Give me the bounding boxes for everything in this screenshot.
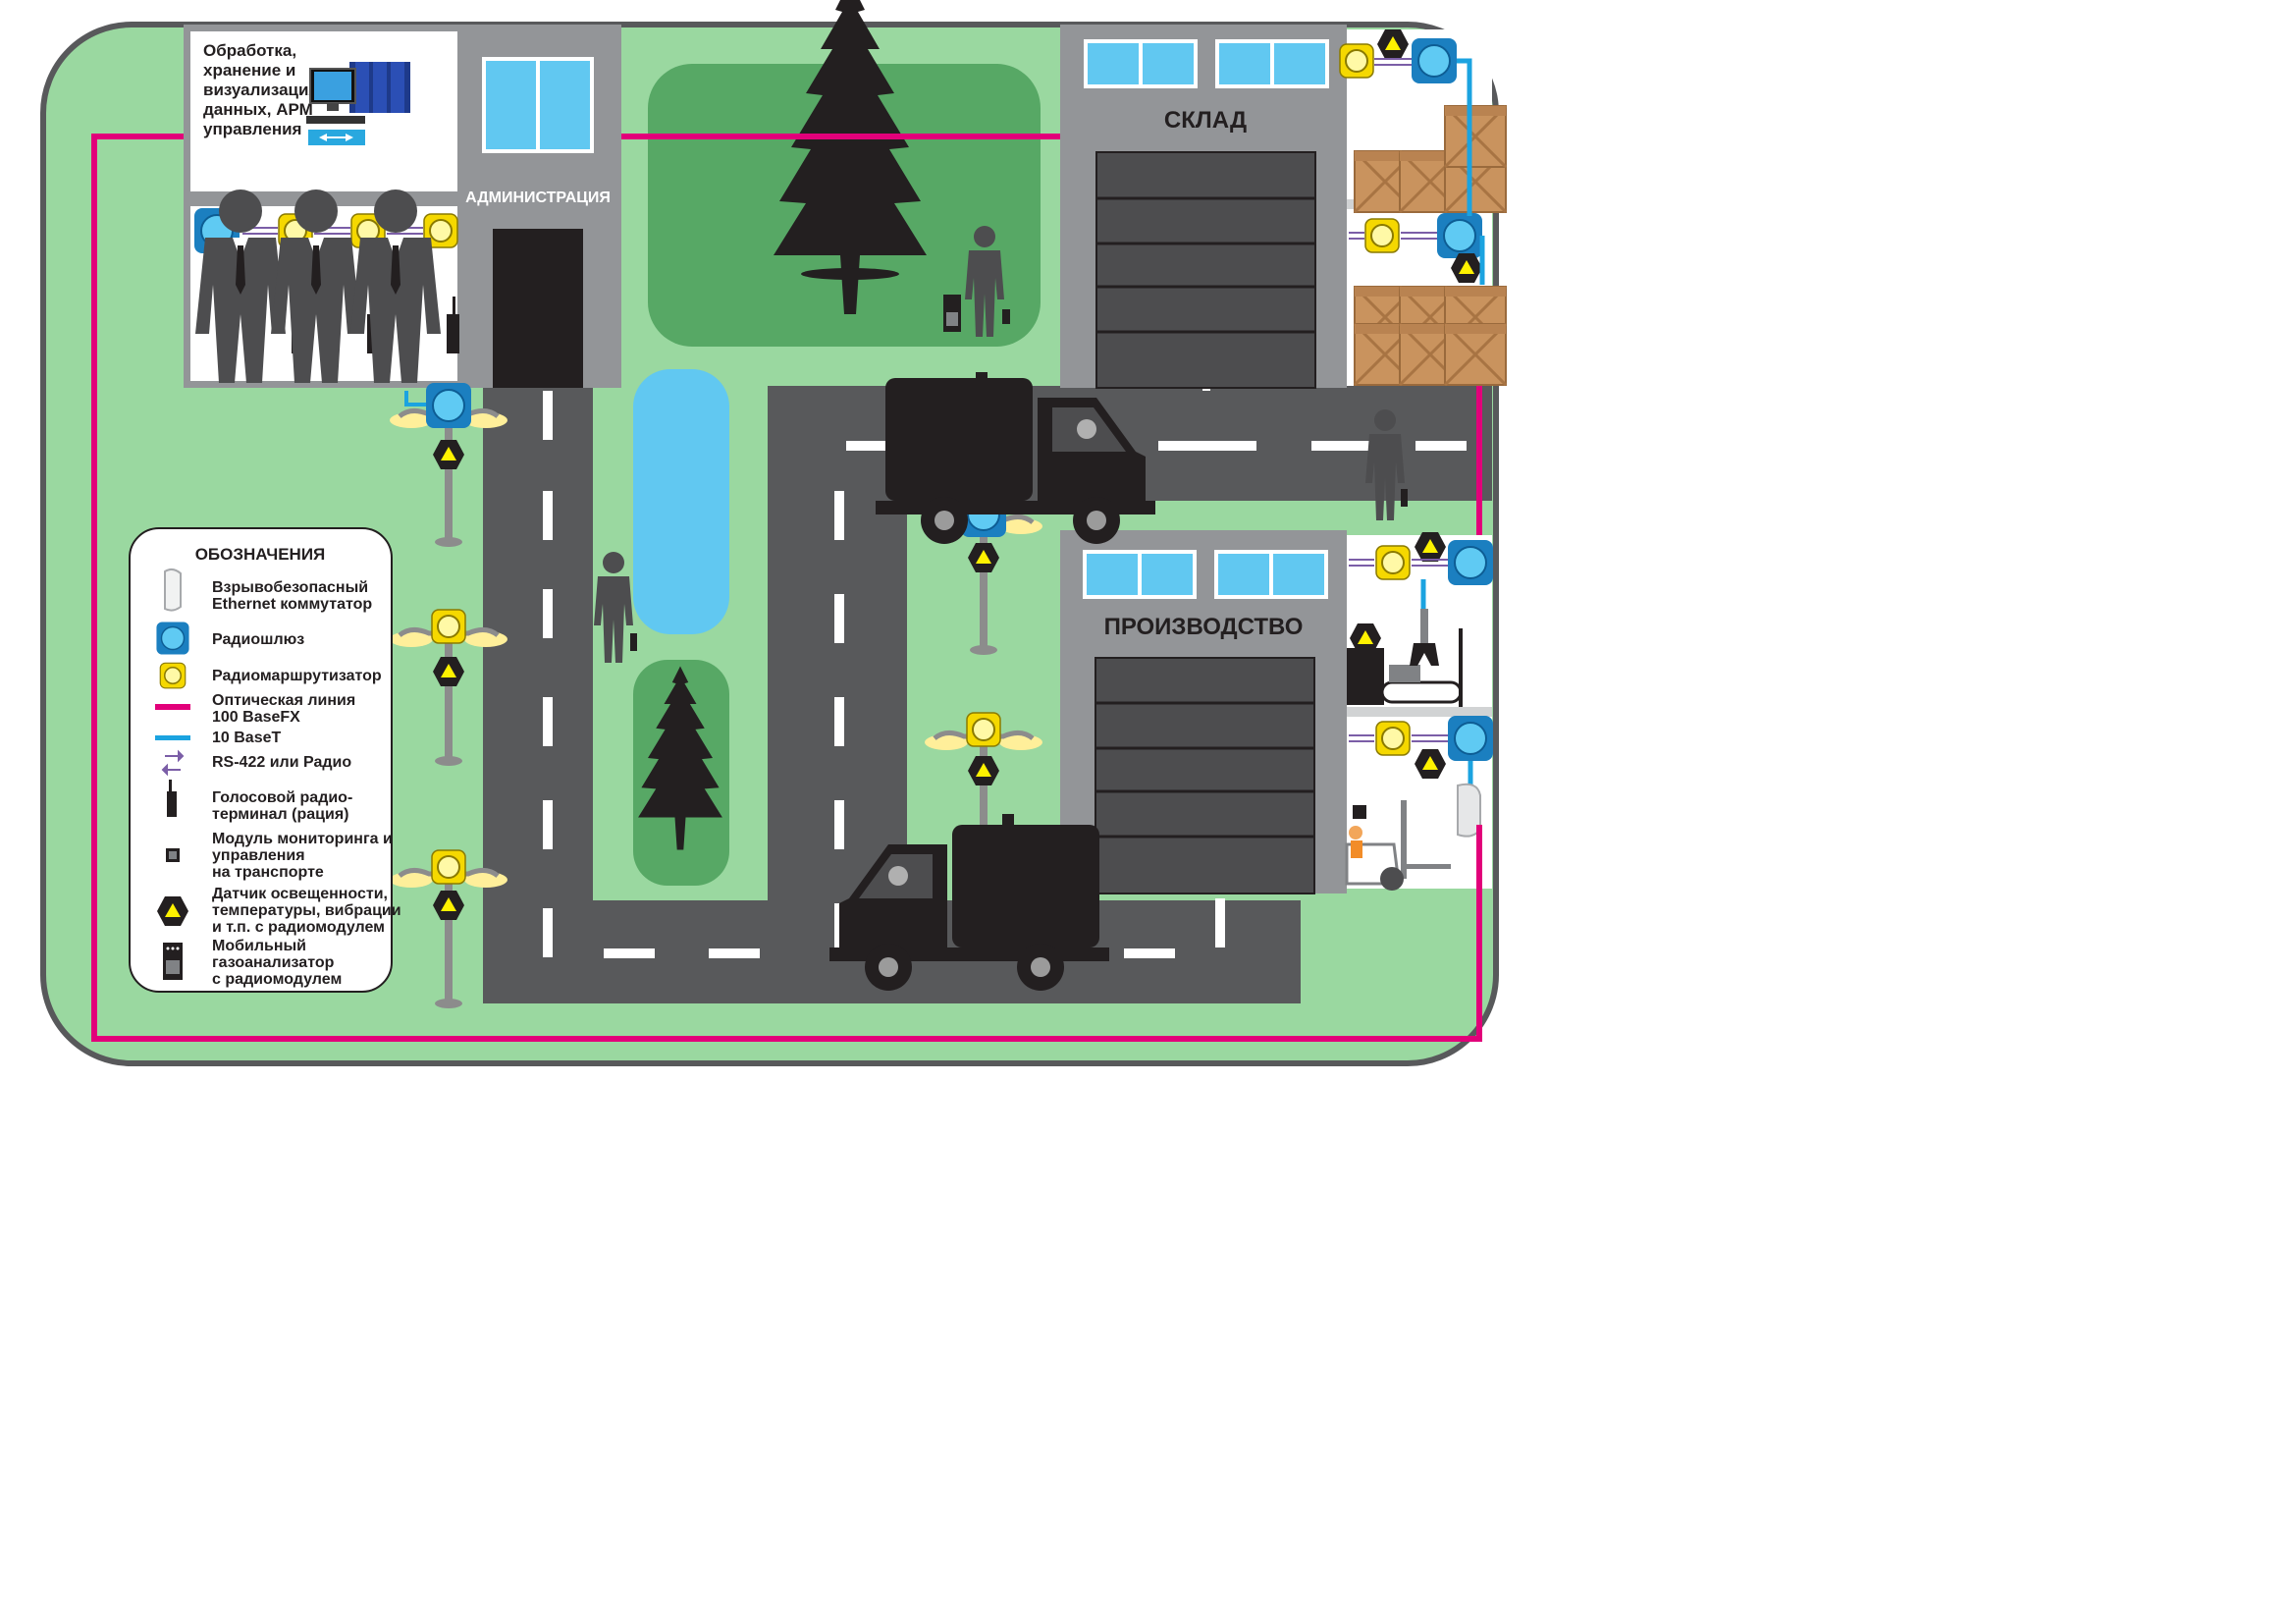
lamp-1-gateway-icon	[425, 382, 472, 429]
legend-item-2-text: Радиошлюз	[212, 631, 304, 648]
crate-10	[1443, 322, 1508, 387]
administration-door	[493, 229, 583, 388]
shop-rs422-links	[1349, 559, 1448, 742]
legend-item-8-text: Модуль мониторинга и управления на транс…	[212, 831, 397, 881]
legend-title: ОБОЗНАЧЕНИЯ	[195, 545, 326, 564]
baset-line-icon	[155, 735, 190, 740]
forklift-icon	[1345, 783, 1481, 891]
legend-item-1-text: Взрывобезопасный Ethernet коммутатор	[212, 579, 373, 613]
pedestrian-road-radio	[1401, 489, 1408, 507]
lamp-2-router-icon	[431, 609, 466, 644]
ethernet-switch-icon	[164, 568, 182, 612]
legend-box	[129, 527, 393, 993]
storage-router-2-icon	[1364, 218, 1400, 253]
admin-window-pane-right	[540, 61, 590, 149]
lamp-5	[925, 712, 1042, 866]
warehouse-gate	[1095, 151, 1316, 389]
optical-line-icon	[155, 704, 190, 710]
lamp-1	[390, 382, 507, 547]
legend-item-6-text: RS-422 или Радио	[212, 754, 351, 771]
gas-analyzer-icon	[163, 943, 183, 980]
workstation-icon	[306, 62, 410, 124]
warehouse-label: СКЛАД	[1164, 107, 1247, 134]
shop-router-2-icon	[1375, 721, 1411, 756]
legend-item-5-text: 10 BaseT	[212, 730, 281, 746]
processing-label: Обработка, хранение и визуализация данны…	[203, 41, 323, 138]
pedestrian-pond-radio	[630, 633, 637, 651]
lamp-5-router-icon	[966, 712, 1001, 747]
shop-room-divider	[1347, 707, 1492, 717]
legend-item-10-text: Мобильный газоанализатор с радиомодулем	[212, 938, 342, 988]
vehicle-module-icon	[166, 848, 180, 862]
production-window-right-pane-1	[1218, 554, 1269, 595]
conveyor-robot-icon	[1347, 609, 1463, 707]
gas-analyzer-park-icon	[943, 295, 961, 332]
voice-radio-icon	[167, 780, 177, 817]
lamp-2	[390, 609, 507, 766]
crate-4	[1443, 104, 1508, 169]
processing-room-inner	[190, 31, 457, 191]
legend-item-9-text: Датчик освещенности, температуры, вибрац…	[212, 886, 405, 936]
radio-gateway-icon	[155, 621, 190, 656]
storage-rs422-links	[1349, 58, 1437, 240]
rs422-arrows-icon	[161, 749, 185, 777]
pedestrian-park-radio	[1002, 309, 1010, 324]
production-label: ПРОИЗВОДСТВО	[1104, 614, 1304, 640]
warehouse-window-left-pane-1	[1088, 43, 1139, 84]
pond	[633, 369, 729, 634]
tree-top-shadow	[801, 268, 899, 280]
truck-upper-module-icon	[976, 372, 988, 384]
lamp-3-router-icon	[431, 849, 466, 885]
administration-label: АДМИНИСТРАЦИЯ	[465, 189, 611, 206]
shop-gateway-2-icon	[1447, 715, 1494, 762]
radio-router-icon	[159, 662, 187, 689]
storage-router-1-icon	[1339, 43, 1374, 79]
production-window-left-pane-2	[1142, 554, 1193, 595]
legend-item-3-text: Радиомаршрутизатор	[212, 668, 382, 684]
ethernet-switch-device-icon	[308, 130, 365, 145]
shop-router-1-icon	[1375, 545, 1411, 580]
legend: ОБОЗНАЧЕНИЯ Взрывобезопасный Ethernet ко…	[129, 527, 405, 993]
warehouse-window-right-pane-1	[1219, 43, 1270, 84]
production-gate	[1095, 657, 1315, 894]
storage-gateway-1-icon	[1411, 37, 1458, 84]
truck-lower-module-icon	[1002, 814, 1014, 826]
admin-window-pane-left	[486, 61, 536, 149]
warehouse-window-left-pane-2	[1143, 43, 1194, 84]
shop-gateway-1-icon	[1447, 539, 1494, 586]
storage-gateway-2-icon	[1436, 212, 1483, 259]
legend-item-4-text: Оптическая линия 100 BaseFX	[212, 692, 360, 726]
production-window-right-pane-2	[1273, 554, 1324, 595]
warehouse-window-right-pane-2	[1274, 43, 1325, 84]
lamp-3	[390, 849, 507, 1008]
storage-baset-line	[1457, 58, 1485, 285]
legend-item-7-text: Голосовой радио- терминал (рация)	[212, 789, 357, 823]
production-window-left-pane-1	[1087, 554, 1138, 595]
